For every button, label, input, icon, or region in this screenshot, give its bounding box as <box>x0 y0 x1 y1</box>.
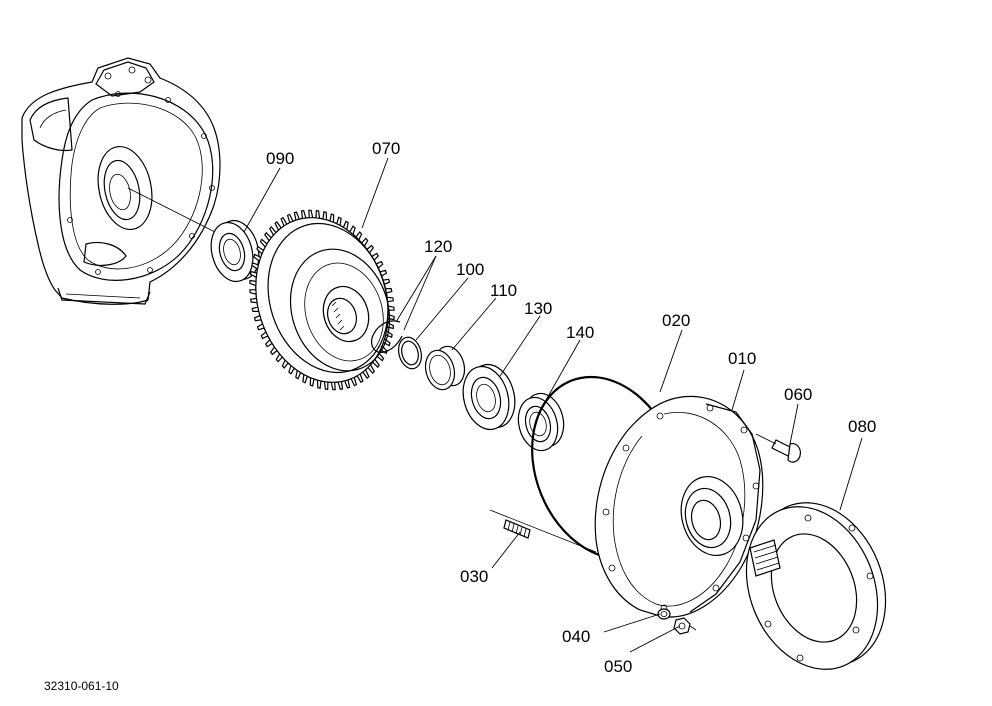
washer-040 <box>657 608 671 620</box>
label-010: 010 <box>728 349 756 368</box>
bearing-140 <box>517 392 565 452</box>
label-060: 060 <box>784 385 812 404</box>
transmission-case <box>21 57 221 305</box>
axle-flange-080 <box>745 502 887 670</box>
stud-030 <box>489 509 597 553</box>
label-140: 140 <box>566 323 594 342</box>
label-020: 020 <box>662 311 690 330</box>
cover-housing-010 <box>594 395 764 618</box>
label-110: 110 <box>490 281 517 300</box>
snap-ring-120 <box>371 320 403 353</box>
nut-050 <box>673 617 697 635</box>
label-120: 120 <box>424 237 452 256</box>
bearing-130 <box>462 363 516 431</box>
leader-lines <box>243 157 863 653</box>
label-080: 080 <box>848 417 876 436</box>
washer-100 <box>397 336 423 370</box>
label-100: 100 <box>456 260 484 279</box>
label-090: 090 <box>266 149 294 168</box>
label-070: 070 <box>372 139 400 158</box>
axis-line <box>127 187 216 233</box>
collar-110 <box>424 345 466 391</box>
label-040: 040 <box>562 627 590 646</box>
bolt-060 <box>755 433 801 463</box>
bearing-090 <box>210 219 260 283</box>
ring-gear-070 <box>249 209 395 391</box>
drawing-id: 32310-061-10 <box>44 679 119 693</box>
label-050: 050 <box>604 657 632 676</box>
label-130: 130 <box>524 299 552 318</box>
label-030: 030 <box>460 567 488 586</box>
